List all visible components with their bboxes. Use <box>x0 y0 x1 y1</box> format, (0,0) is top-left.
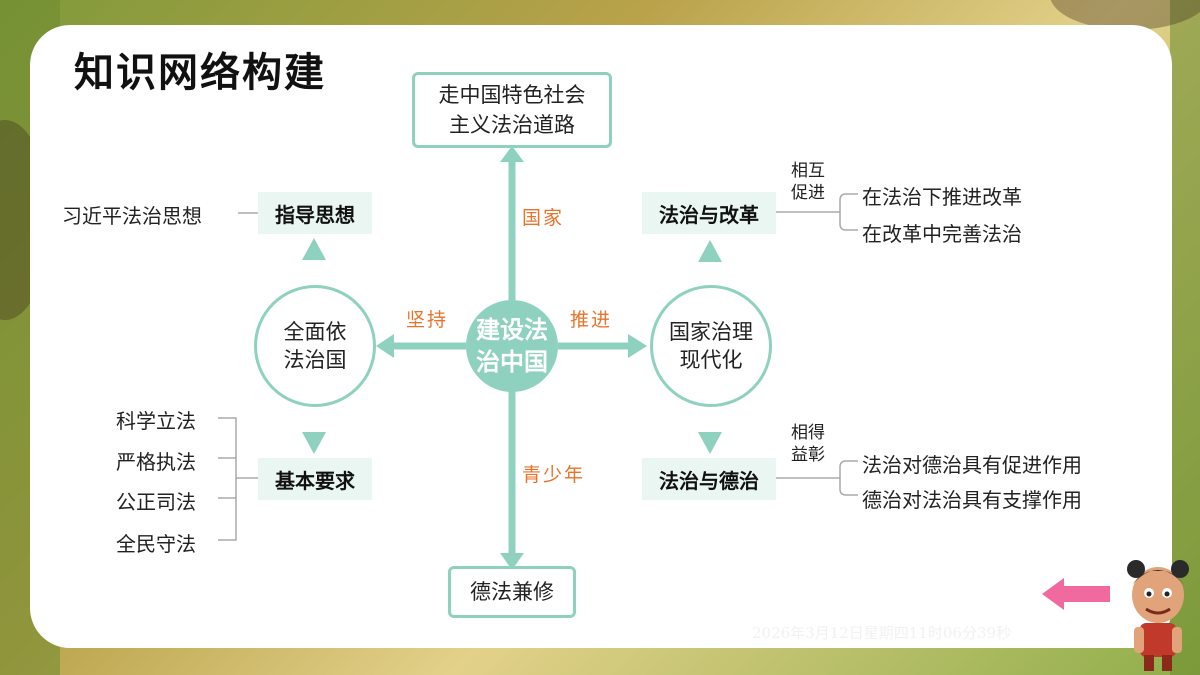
center-line2: 治中国 <box>476 348 548 376</box>
left-circle-line1: 全面依 <box>283 320 347 344</box>
left-circle: 全面依法治国 <box>254 285 376 407</box>
relation-top-line2: 促进 <box>791 183 825 203</box>
top-box-line2: 主义法治道路 <box>449 113 575 137</box>
guiding-thought-item: 习近平法治思想 <box>62 204 202 228</box>
back-arrow-icon[interactable] <box>1042 576 1112 612</box>
virtue-item: 德治对法治具有支撑作用 <box>862 488 1082 512</box>
rule-of-law-virtue-tag: 法治与德治 <box>642 458 776 500</box>
center-node: 建设法治中国 <box>466 300 558 392</box>
relation-label-bottom: 相得 益彰 <box>782 422 834 466</box>
relation-top-line1: 相互 <box>791 161 825 181</box>
requirement-item: 公正司法 <box>116 490 196 514</box>
top-box: 走中国特色社会主义法治道路 <box>412 72 612 148</box>
page-title: 知识网络构建 <box>74 50 326 96</box>
timestamp: 2026年3月12日星期四11时06分39秒 <box>752 624 1012 642</box>
cartoon-character <box>1127 560 1189 671</box>
requirement-item: 全民守法 <box>116 532 196 556</box>
guiding-thought-tag: 指导思想 <box>258 192 372 234</box>
top-box-line1: 走中国特色社会 <box>438 83 586 107</box>
relation-bottom-line2: 益彰 <box>791 445 825 465</box>
reform-item: 在法治下推进改革 <box>862 185 1022 209</box>
requirement-item: 严格执法 <box>116 450 196 474</box>
left-circle-line2: 法治国 <box>283 348 347 372</box>
arrow-label-up: 国家 <box>522 207 565 229</box>
right-circle-line1: 国家治理 <box>669 320 753 344</box>
relation-bottom-line1: 相得 <box>791 423 825 443</box>
center-line1: 建设法 <box>476 316 548 344</box>
requirement-item: 科学立法 <box>116 409 196 433</box>
right-circle-line2: 现代化 <box>679 348 743 372</box>
virtue-item: 法治对德治具有促进作用 <box>862 453 1082 477</box>
arrow-label-left: 坚持 <box>406 309 449 331</box>
basic-requirements-tag: 基本要求 <box>258 458 372 500</box>
bottom-box: 德法兼修 <box>448 566 576 618</box>
reform-item: 在改革中完善法治 <box>862 222 1022 246</box>
rule-of-law-reform-tag: 法治与改革 <box>642 192 776 234</box>
relation-label-top: 相互 促进 <box>782 160 834 204</box>
arrow-label-right: 推进 <box>570 309 613 331</box>
arrow-label-down: 青少年 <box>522 464 586 486</box>
right-circle: 国家治理现代化 <box>650 285 772 407</box>
